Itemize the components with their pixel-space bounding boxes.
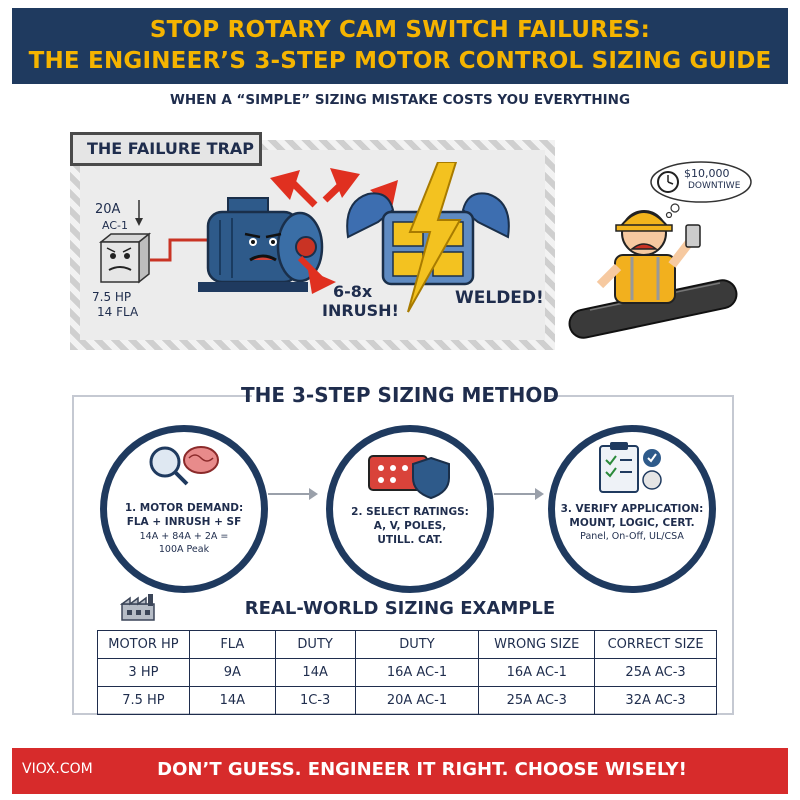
table-header-cell: WRONG SIZE [478, 630, 596, 659]
engineer-conveyor-icon [568, 210, 738, 339]
switch-rating-category: AC-1 [102, 219, 128, 232]
table-row: 3 HP 9A 14A 16A AC-1 16A AC-1 25A AC-3 [97, 658, 717, 687]
table-cell: 16A AC-1 [354, 658, 480, 687]
magnifier-brain-icon [149, 446, 219, 486]
welded-label: WELDED! [455, 288, 544, 308]
wire-connector-icon [150, 238, 215, 262]
motor-hp-label: 7.5 HP [92, 290, 132, 304]
table-header-cell: FLA [188, 630, 276, 659]
table-cell: 25A AC-3 [478, 686, 596, 715]
step3-checks: MOUNT, LOGIC, CERT. [569, 517, 695, 529]
control-panel-shield-icon [368, 455, 450, 500]
table-cell: 20A AC-1 [354, 686, 480, 715]
welded-switch-icon [346, 162, 510, 313]
table-cell: 16A AC-1 [478, 658, 596, 687]
step-arrow-1 [268, 488, 318, 500]
table-header-cell: CORRECT SIZE [594, 630, 717, 659]
table-cell: 14A [274, 658, 356, 687]
table-cell: 9A [188, 658, 276, 687]
table-cell: 7.5 HP [97, 686, 190, 715]
header-title-line2: THE ENGINEER’S 3-STEP MOTOR CONTROL SIZI… [28, 48, 772, 74]
table-header-row: MOTOR HP FLA DUTY DUTY WRONG SIZE CORREC… [97, 630, 717, 659]
footer-banner: VIOX.COM DON’T GUESS. ENGINEER IT RIGHT.… [12, 748, 788, 794]
failure-trap-label: THE FAILURE TRAP [70, 132, 262, 166]
step1-title: 1. MOTOR DEMAND: [124, 502, 244, 514]
step3-examples: Panel, On-Off, UL/CSA [580, 531, 684, 542]
inrush-multiplier: 6-8x [333, 282, 373, 301]
step2-ratings: A, V, POLES, [373, 520, 447, 532]
step1-circle [100, 425, 268, 593]
table-cell: 32A AC-3 [594, 686, 717, 715]
step1-result: 100A Peak [158, 544, 210, 555]
table-cell: 1C-3 [274, 686, 356, 715]
header-banner: STOP ROTARY CAM SWITCH FAILURES: THE ENG… [12, 8, 788, 84]
inrush-label: INRUSH! [322, 301, 399, 320]
red-impact-arrows-icon [270, 168, 398, 294]
method-title: THE 3-STEP SIZING METHOD [240, 383, 559, 407]
downtime-label: DOWNTIWE [688, 181, 741, 191]
method-frame-top-right [548, 395, 734, 397]
step3-title: 3. VERIFY APPLICATION: [560, 503, 704, 515]
table-header-cell: DUTY [274, 630, 356, 659]
arrow-down-icon [135, 200, 143, 226]
step2-category: UTILL. CAT. [377, 534, 443, 546]
footer-brand[interactable]: VIOX.COM [22, 761, 93, 777]
table-cell: 14A [188, 686, 276, 715]
method-frame-top-left [72, 395, 252, 397]
example-title: REAL-WORLD SIZING EXAMPLE [244, 598, 556, 619]
table-header-cell: MOTOR HP [97, 630, 190, 659]
step2-circle [326, 425, 494, 593]
step2-title: 2. SELECT RATINGS: [351, 506, 469, 518]
header-title-line1: STOP ROTARY CAM SWITCH FAILURES: [149, 17, 651, 43]
table-row: 7.5 HP 14A 1C-3 20A AC-1 25A AC-3 32A AC… [97, 686, 717, 715]
table-cell: 25A AC-3 [594, 658, 717, 687]
downtime-amount: $10,000 [684, 167, 730, 180]
subtitle: WHEN A “SIMPLE” SIZING MISTAKE COSTS YOU… [169, 92, 631, 108]
failure-trap-label-text: THE FAILURE TRAP [73, 135, 259, 163]
sizing-table: MOTOR HP FLA DUTY DUTY WRONG SIZE CORREC… [97, 630, 717, 715]
motor-icon [198, 197, 324, 292]
switch-rating-amps: 20A [95, 202, 121, 217]
step1-calculation: 14A + 84A + 2A = [139, 531, 229, 542]
thought-bubble-icon [650, 161, 752, 218]
step1-formula: FLA + INRUSH + SF [126, 516, 242, 528]
checklist-clipboard-icon [599, 442, 662, 493]
table-header-cell: DUTY [354, 630, 480, 659]
motor-fla-label: 14 FLA [97, 305, 139, 319]
factory-icon [120, 594, 155, 621]
step-arrow-2 [494, 488, 544, 500]
table-cell: 3 HP [97, 658, 190, 687]
footer-message: DON’T GUESS. ENGINEER IT RIGHT. CHOOSE W… [157, 759, 687, 780]
cam-switch-icon [98, 232, 152, 284]
